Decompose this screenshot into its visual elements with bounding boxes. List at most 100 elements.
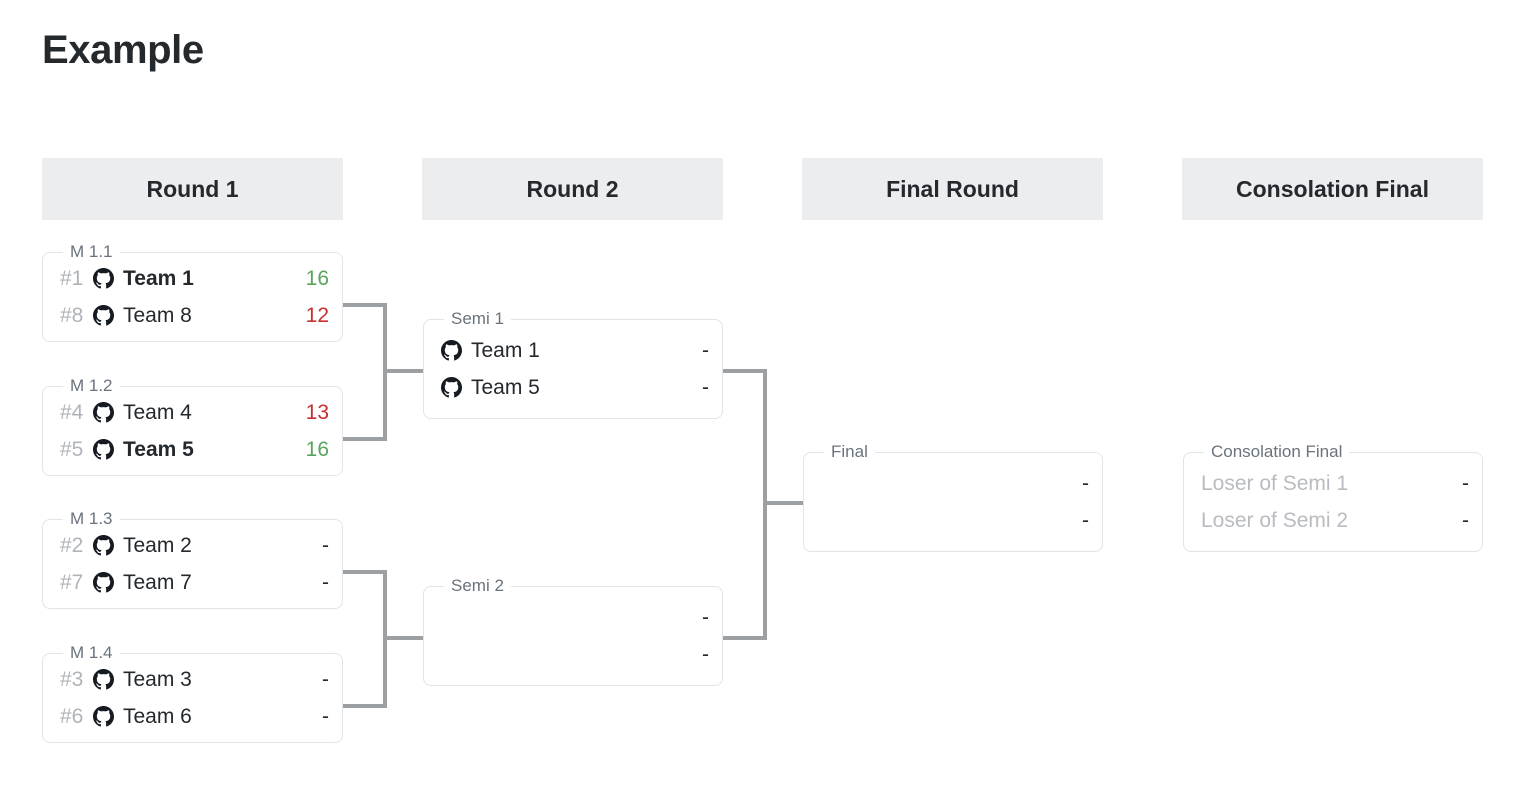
match-card-frame <box>42 252 343 342</box>
match-row[interactable]: - <box>441 599 709 636</box>
seed-label: #4 <box>60 400 84 424</box>
round-header-final-round[interactable]: Final Round <box>802 158 1103 220</box>
match-row[interactable]: #1 Team 1 16 <box>60 260 329 297</box>
match-legend: Final <box>824 438 875 466</box>
seed-label: #1 <box>60 266 84 290</box>
team-name: Team 3 <box>123 667 192 691</box>
team-name: Team 7 <box>123 570 192 594</box>
match-card-m11[interactable]: M 1.1 #1 Team 1 16 #8 Team 8 12 <box>42 238 343 342</box>
team-name: Team 1 <box>471 338 540 362</box>
team-name: Loser of Semi 1 <box>1201 471 1349 495</box>
round-header-label: Final Round <box>886 175 1019 202</box>
match-rows: #2 Team 2 - #7 Team 7 - <box>42 519 343 609</box>
team-name: Team 4 <box>123 400 192 424</box>
score-value: - <box>702 338 709 362</box>
match-card-frame <box>423 586 723 686</box>
match-rows: Team 1 - Team 5 - <box>423 319 723 419</box>
match-rows: #3 Team 3 - #6 Team 6 - <box>42 653 343 743</box>
match-row[interactable]: Team 5 - <box>441 369 709 406</box>
connector-m13-out <box>343 570 387 574</box>
team-name: Loser of Semi 2 <box>1201 508 1349 532</box>
seed-label: #6 <box>60 704 84 728</box>
score-value: - <box>702 375 709 399</box>
match-row[interactable]: #8 Team 8 12 <box>60 297 329 334</box>
match-card-semi-2[interactable]: Semi 2 - - <box>423 572 723 686</box>
seed-label: #5 <box>60 437 84 461</box>
score-value: - <box>1462 508 1469 532</box>
connector-semi2-out <box>723 636 767 640</box>
match-card-frame <box>42 519 343 609</box>
team-name: Team 5 <box>471 375 540 399</box>
match-legend: Consolation Final <box>1204 438 1350 466</box>
match-row[interactable]: #7 Team 7 - <box>60 564 329 601</box>
github-icon <box>441 377 462 398</box>
connector-m11-out <box>343 303 387 307</box>
match-rows: - - <box>803 452 1103 552</box>
match-rows: Loser of Semi 1 - Loser of Semi 2 - <box>1183 452 1483 552</box>
round-header-round-2[interactable]: Round 2 <box>422 158 723 220</box>
match-row[interactable]: #6 Team 6 - <box>60 698 329 735</box>
team-name: Team 1 <box>123 266 194 290</box>
round-header-consolation-final[interactable]: Consolation Final <box>1182 158 1483 220</box>
match-row[interactable]: #3 Team 3 - <box>60 661 329 698</box>
score-value: - <box>702 642 709 666</box>
match-card-consolation-final[interactable]: Consolation Final Loser of Semi 1 - Lose… <box>1183 438 1483 552</box>
match-row[interactable]: - <box>821 502 1089 539</box>
score-value: - <box>322 667 329 691</box>
seed-label: #8 <box>60 303 84 327</box>
score-value: - <box>322 704 329 728</box>
match-rows: #1 Team 1 16 #8 Team 8 12 <box>42 252 343 342</box>
match-row[interactable]: #2 Team 2 - <box>60 527 329 564</box>
score-value: - <box>702 605 709 629</box>
connector-final-in <box>763 501 804 505</box>
seed-label: #7 <box>60 570 84 594</box>
match-card-m13[interactable]: M 1.3 #2 Team 2 - #7 Team 7 - <box>42 505 343 609</box>
github-icon <box>93 305 114 326</box>
match-row[interactable]: - <box>821 465 1089 502</box>
match-card-semi-1[interactable]: Semi 1 Team 1 - Team 5 - <box>423 305 723 419</box>
github-icon <box>93 669 114 690</box>
match-card-frame <box>803 452 1103 552</box>
round-header-label: Round 2 <box>526 175 619 202</box>
match-rows: #4 Team 4 13 #5 Team 5 16 <box>42 386 343 476</box>
match-card-frame <box>423 319 723 419</box>
score-value: - <box>1462 471 1469 495</box>
match-row[interactable]: Loser of Semi 1 - <box>1201 465 1469 502</box>
match-card-frame <box>42 386 343 476</box>
match-row[interactable]: Loser of Semi 2 - <box>1201 502 1469 539</box>
score-value: 13 <box>305 400 329 424</box>
match-row[interactable]: #4 Team 4 13 <box>60 394 329 431</box>
github-icon <box>93 402 114 423</box>
match-card-frame <box>42 653 343 743</box>
team-name: Team 2 <box>123 533 192 557</box>
match-row[interactable]: - <box>441 636 709 673</box>
match-legend: M 1.4 <box>63 639 120 667</box>
github-icon <box>441 340 462 361</box>
score-value: - <box>322 570 329 594</box>
team-name: Team 6 <box>123 704 192 728</box>
score-value: - <box>1082 508 1089 532</box>
github-icon <box>93 439 114 460</box>
seed-label: #2 <box>60 533 84 557</box>
match-legend: M 1.1 <box>63 238 120 266</box>
match-card-final[interactable]: Final - - <box>803 438 1103 552</box>
score-value: - <box>1082 471 1089 495</box>
match-legend: Semi 2 <box>444 572 511 600</box>
round-header-label: Round 1 <box>146 175 239 202</box>
score-value: 12 <box>305 303 329 327</box>
match-card-m14[interactable]: M 1.4 #3 Team 3 - #6 Team 6 - <box>42 639 343 743</box>
github-icon <box>93 268 114 289</box>
match-row[interactable]: #5 Team 5 16 <box>60 431 329 468</box>
github-icon <box>93 706 114 727</box>
github-icon <box>93 535 114 556</box>
match-legend: Semi 1 <box>444 305 511 333</box>
round-header-label: Consolation Final <box>1236 175 1429 202</box>
match-row[interactable]: Team 1 - <box>441 332 709 369</box>
match-card-m12[interactable]: M 1.2 #4 Team 4 13 #5 Team 5 16 <box>42 372 343 476</box>
connector-m12-out <box>343 437 387 441</box>
connector-semi1-out <box>723 369 767 373</box>
connector-m14-out <box>343 704 387 708</box>
round-header-round-1[interactable]: Round 1 <box>42 158 343 220</box>
score-value: 16 <box>305 266 329 290</box>
